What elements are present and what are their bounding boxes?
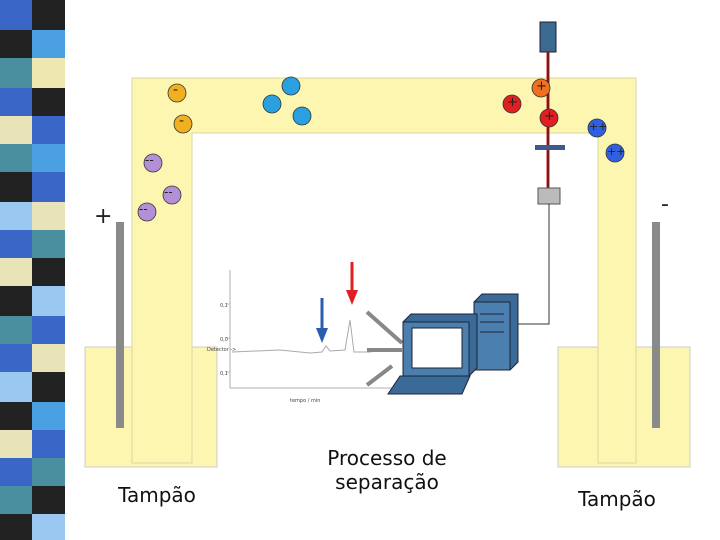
detector-slit: [535, 145, 565, 150]
right-electrode: [652, 222, 660, 428]
neutral-1: [281, 76, 301, 96]
lamp-source: [539, 21, 557, 53]
chart-annotation: Detector ->: [207, 347, 236, 353]
chart-tick-label-3: 0,1: [220, 371, 228, 377]
separation-process-label: Processo de separação: [327, 446, 447, 494]
left-electrode: [116, 222, 124, 428]
detector-sensor: [537, 187, 561, 205]
neutral-3: [292, 106, 312, 126]
cation-double-1: [587, 118, 607, 138]
anion-single-2: [173, 114, 193, 134]
electrode-right-sign: -: [661, 192, 669, 217]
buffer-right-label: Tampão: [578, 487, 656, 511]
ion-label-cation-double-1: ++: [589, 120, 608, 133]
data-line-1: [365, 310, 404, 345]
chart-x-label: tempo / min: [290, 398, 320, 404]
ion-label-anion-double-2: --: [164, 185, 173, 199]
ions-group: [137, 76, 625, 222]
anion-double-1: [143, 153, 163, 173]
cation-single-1: [502, 94, 522, 114]
cation-single-2: [531, 78, 551, 98]
ion-label-anion-single-2: -: [179, 113, 185, 129]
chart-tick-label-1: 0,1: [220, 303, 228, 309]
ion-label-anion-double-1: --: [145, 153, 154, 167]
ion-label-cation-single-2: +: [536, 79, 547, 94]
detector-cable: [518, 204, 550, 325]
data-line-3: [365, 364, 394, 387]
electrode-left-sign: +: [94, 204, 113, 229]
ion-label-anion-single-1: -: [173, 82, 179, 98]
cation-double-2: [605, 143, 625, 163]
anion-double-3: [137, 202, 157, 222]
peak-arrow-red: [346, 262, 358, 305]
ion-label-cation-single-3: +: [544, 109, 555, 124]
buffer-left-label: Tampão: [118, 483, 196, 507]
computer-icon: [387, 293, 519, 395]
peak-arrow-blue: [316, 298, 328, 343]
anion-single-1: [167, 83, 187, 103]
neutral-2: [262, 94, 282, 114]
ion-label-cation-double-2: ++: [607, 145, 626, 158]
cation-single-3: [539, 108, 559, 128]
chart-tick-label-2: 0,0: [220, 337, 228, 343]
ion-label-anion-double-3: --: [139, 202, 148, 216]
anion-double-2: [162, 185, 182, 205]
decorative-side-strip: [0, 0, 65, 540]
ion-label-cation-single-1: +: [507, 95, 518, 110]
